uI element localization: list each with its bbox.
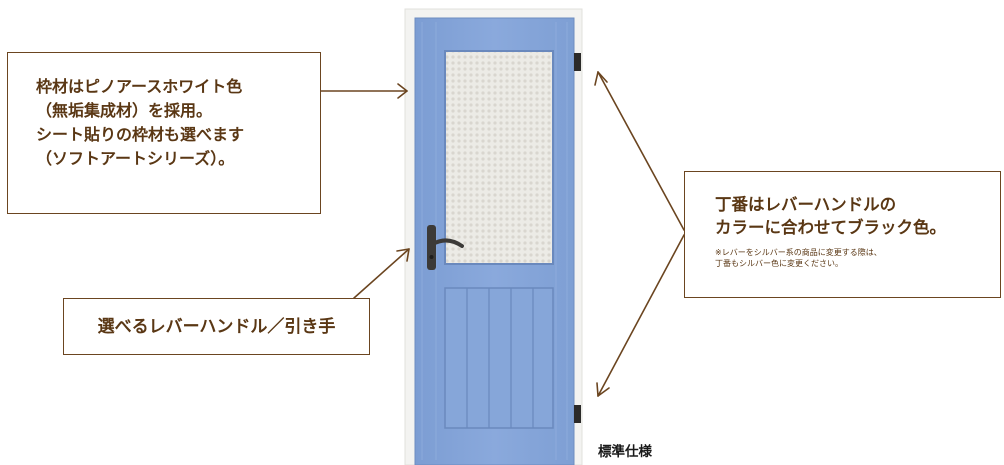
hinge-callout-title: カラーに合わせてブラック色。 xyxy=(715,218,946,237)
lever-handle-icon xyxy=(427,225,464,270)
callout-arrows xyxy=(320,71,685,397)
frame-callout-line: （ソフトアートシリーズ）。 xyxy=(36,149,235,168)
frame-material-callout: 枠材はピノアースホワイト色 （無垢集成材）を採用。 シート貼りの枠材も選べます … xyxy=(7,52,321,214)
hinge-note-line: 丁番もシルバー色に変更ください。 xyxy=(715,259,843,268)
frame-callout-line: （無垢集成材）を採用。 xyxy=(36,101,213,120)
hinge-callout-note: ※レバーをシルバー系の商品に変更する際は、 丁番もシルバー色に変更ください。 xyxy=(715,247,1000,269)
hinge-callout-title: 丁番はレバーハンドルの xyxy=(715,195,897,214)
frame-callout-line: 枠材はピノアースホワイト色 xyxy=(36,77,243,96)
hinge-note-line: ※レバーをシルバー系の商品に変更する際は、 xyxy=(715,248,882,257)
lever-callout-text: 選べるレバーハンドル／引き手 xyxy=(97,317,336,337)
door-image xyxy=(404,8,583,465)
hinge-icon xyxy=(574,53,581,423)
hinge-callout: 丁番はレバーハンドルの カラーに合わせてブラック色。 ※レバーをシルバー系の商品… xyxy=(684,171,1001,298)
lever-handle-callout: 選べるレバーハンドル／引き手 xyxy=(63,298,370,355)
frame-callout-line: シート貼りの枠材も選べます xyxy=(36,125,245,144)
standard-spec-label: 標準仕様 xyxy=(598,444,652,460)
